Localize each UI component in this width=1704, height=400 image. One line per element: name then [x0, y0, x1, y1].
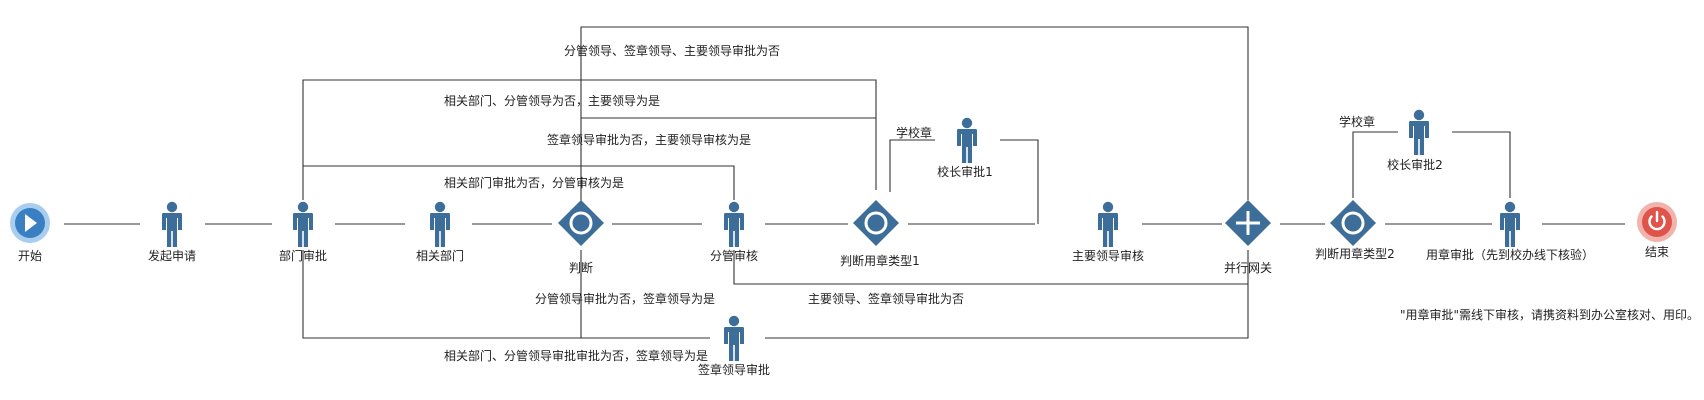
end-label: 结束	[1645, 245, 1669, 259]
principal-approve-1-label: 校长审批1	[937, 164, 993, 179]
edge-label-top-no: 分管领导、签章领导、主要领导审批为否	[564, 43, 780, 58]
judge-seal-type-2-label: 判断用章类型2	[1315, 246, 1395, 261]
branch-lines	[302, 26, 1511, 339]
judge-seal-type-1-label: 判断用章类型1	[840, 253, 920, 268]
main-leader-review-label: 主要领导审核	[1072, 248, 1144, 263]
principal-approve-1-node[interactable]	[957, 117, 977, 163]
parallel-gateway-label: 并行网关	[1224, 261, 1272, 275]
main-leader-review-node[interactable]	[1098, 201, 1118, 247]
plus-icon	[1236, 211, 1260, 235]
dept-approve-node[interactable]	[293, 201, 313, 247]
initiate-label: 发起申请	[148, 248, 196, 263]
start-node[interactable]	[10, 203, 50, 243]
principal-approve-2-node[interactable]	[1409, 109, 1429, 155]
initiate-node[interactable]	[162, 201, 182, 247]
power-icon	[1648, 210, 1666, 231]
edge-label-school-seal-2: 学校章	[1339, 114, 1375, 129]
edge-label-related-no-division-yes: 相关部门审批为否，分管审核为是	[444, 175, 624, 190]
seal-leader-approve-label: 签章领导审批	[698, 362, 770, 377]
principal-approve-2-label: 校长审批2	[1387, 157, 1443, 172]
edge-label-related-division-no-seal-yes: 相关部门、分管领导审批审批为否，签章领导为是	[444, 348, 708, 363]
judge-seal-type-1-gateway[interactable]	[853, 200, 899, 246]
dept-approve-label: 部门审批	[279, 248, 327, 263]
edge-label-seal-no-main-yes: 签章领导审批为否，主要领导审核为是	[547, 132, 751, 147]
start-label: 开始	[18, 249, 42, 263]
judge-seal-type-2-gateway[interactable]	[1330, 200, 1376, 246]
edge-label-related-division-no-main-yes: 相关部门、分管领导为否，主要领导为是	[444, 93, 660, 108]
end-node[interactable]	[1637, 202, 1677, 242]
seal-leader-approve-node[interactable]	[724, 315, 744, 361]
edge-label-main-seal-no: 主要领导、签章领导审批为否	[808, 291, 964, 306]
parallel-gateway[interactable]	[1225, 200, 1271, 246]
edge-label-division-no-seal-yes: 分管领导审批为否，签章领导为是	[535, 291, 715, 306]
play-icon	[25, 214, 37, 232]
judge-gateway[interactable]	[558, 200, 604, 246]
seal-approve-label: 用章审批（先到校办线下核验）	[1426, 247, 1594, 262]
division-review-node[interactable]	[724, 201, 744, 247]
related-dept-node[interactable]	[430, 201, 450, 247]
edge-label-school-seal-1: 学校章	[896, 125, 932, 140]
judge-label: 判断	[569, 260, 593, 275]
related-dept-label: 相关部门	[416, 248, 464, 263]
note-text: "用章审批"需线下审核，请携资料到办公室核对、用印。	[1400, 307, 1699, 322]
seal-approve-node[interactable]	[1500, 201, 1520, 247]
edge-labels: 分管领导、签章领导、主要领导审批为否 相关部门、分管领导为否，主要领导为是 签章…	[444, 43, 1375, 363]
division-review-label: 分管审核	[710, 248, 758, 263]
